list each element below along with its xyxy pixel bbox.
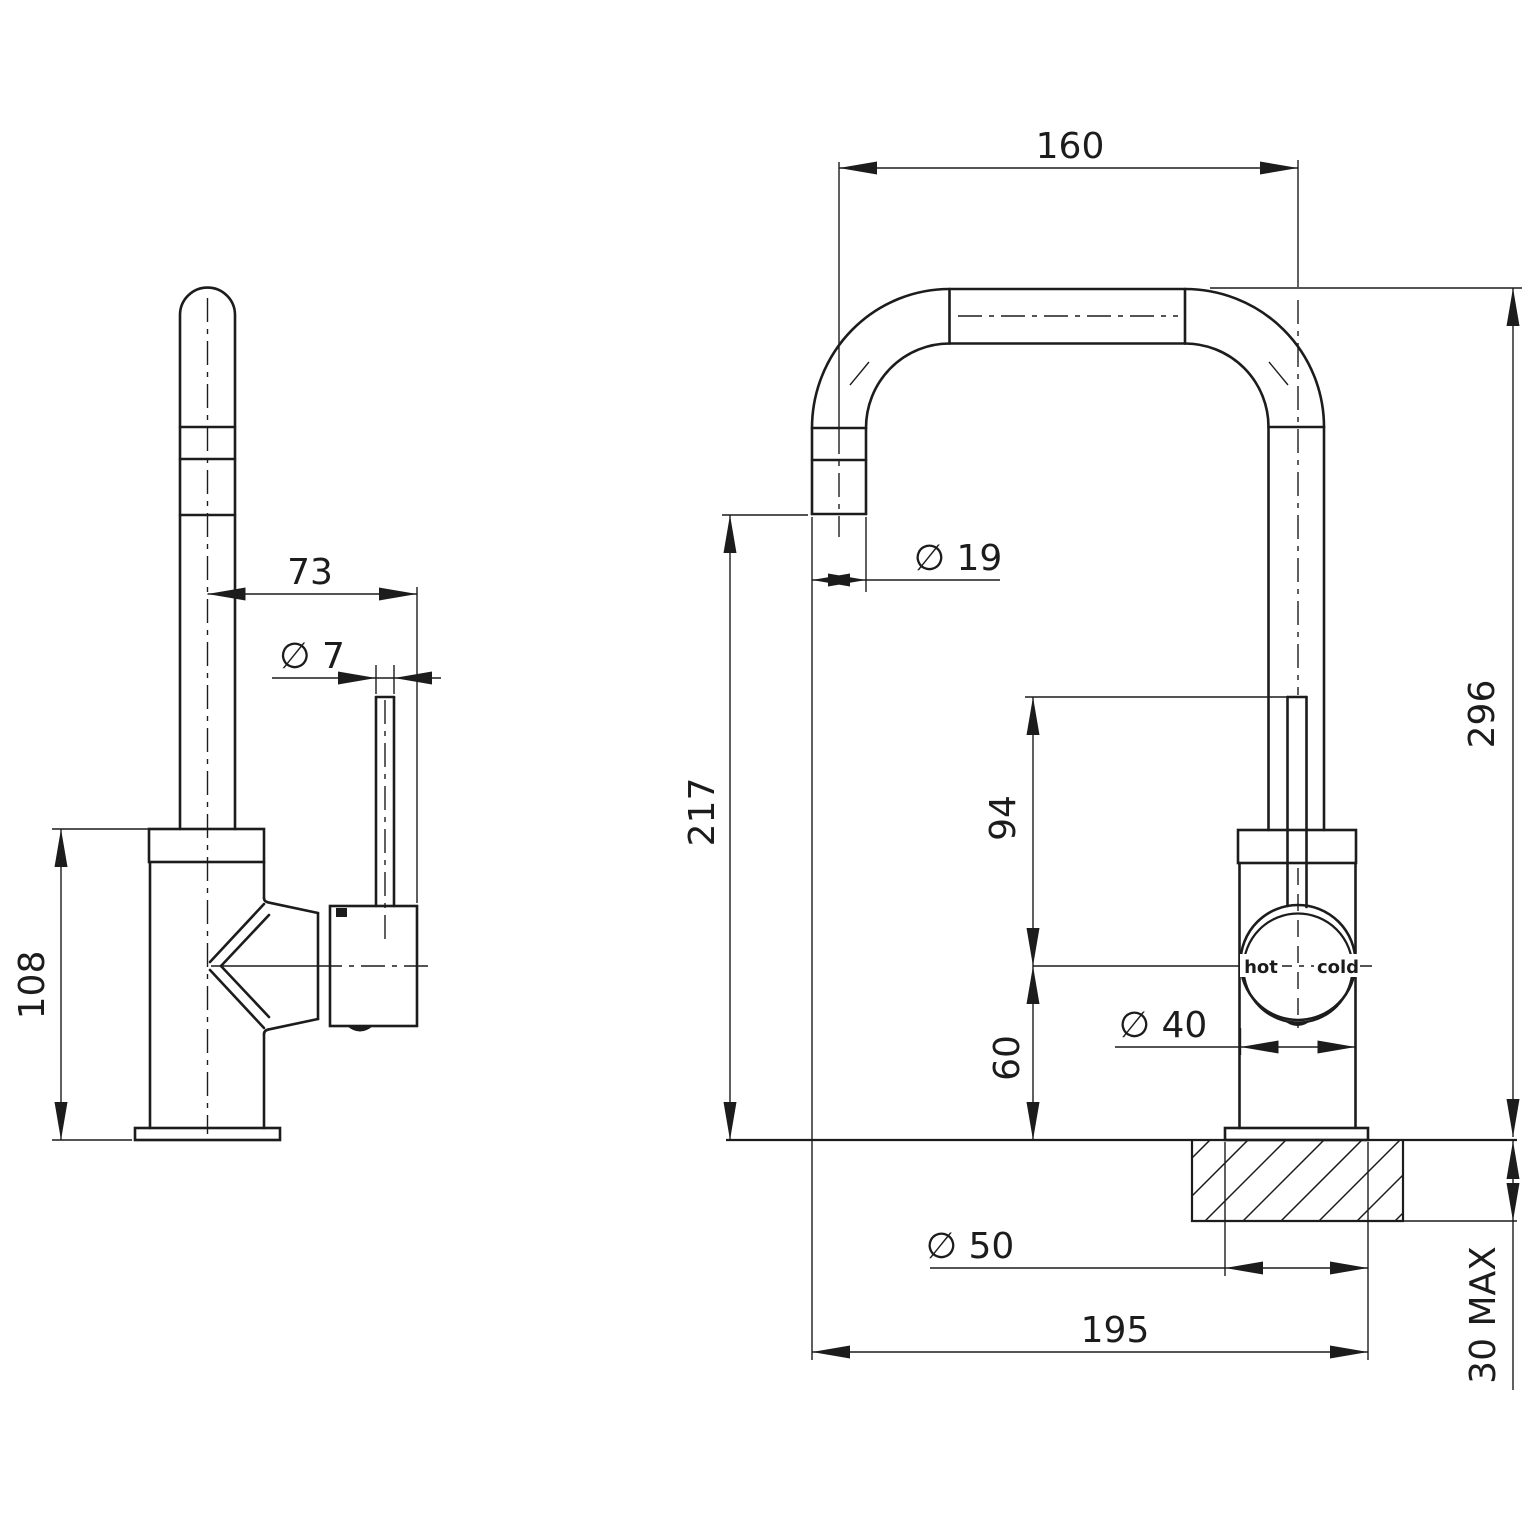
- dim-spout-reach: 160: [839, 126, 1299, 287]
- front-body-cap: [1236, 828, 1358, 865]
- dial-cold-label: cold: [1317, 957, 1359, 978]
- side-handle-rod: [374, 695, 396, 908]
- side-spout-tube: [178, 286, 237, 831]
- dim-rod-above-centre: 94: [983, 696, 1290, 966]
- front-base-flange: [1223, 1126, 1370, 1142]
- dim-overall-height: 296: [1210, 287, 1522, 1137]
- dim-body-dia: ∅ 40: [1115, 1005, 1357, 1055]
- dim-217-label: 217: [682, 778, 723, 847]
- dim-40-label: ∅ 40: [1119, 1005, 1208, 1046]
- dim-30max-label: 30 MAX: [1463, 1246, 1504, 1384]
- side-handle-mark: [336, 908, 347, 917]
- dim-296-label: 296: [1462, 680, 1503, 749]
- dim-19-label: ∅ 19: [914, 538, 1003, 579]
- side-valve-cone: [208, 896, 320, 1036]
- dim-body-height: 108: [12, 828, 148, 1141]
- side-handle-body: [328, 904, 419, 1028]
- dim-94-label: 94: [983, 795, 1024, 841]
- front-spout: [810, 287, 1326, 832]
- dim-bench-thickness: 30 MAX: [1463, 1140, 1520, 1390]
- side-body-cap: [147, 827, 266, 864]
- dim-60-label: 60: [987, 1035, 1028, 1081]
- dim-7-label: ∅ 7: [279, 636, 345, 677]
- front-handle-rod: [1286, 695, 1308, 909]
- temperature-dial: hot cold: [1239, 903, 1360, 1026]
- centerlines: [206, 162, 1372, 1134]
- dim-spout-to-handle: 73: [207, 552, 418, 903]
- dim-outlet-clearance: 217: [682, 514, 808, 1140]
- side-view: [133, 286, 419, 1142]
- dim-centre-above-bench: 60: [987, 966, 1040, 1140]
- dim-50-label: ∅ 50: [926, 1226, 1015, 1267]
- dim-flange-dia: ∅ 50: [926, 1142, 1368, 1276]
- dim-195-label: 195: [1081, 1310, 1150, 1351]
- dim-total-projection: 195: [811, 517, 1369, 1360]
- dim-73-label: 73: [287, 552, 333, 593]
- dial-hot-label: hot: [1244, 957, 1278, 978]
- dim-160-label: 160: [1036, 126, 1105, 167]
- side-base-flange: [133, 1126, 282, 1142]
- bench-hatching: [1191, 1139, 1404, 1222]
- dim-handle-rod-dia: ∅ 7: [272, 636, 441, 694]
- dim-108-label: 108: [12, 951, 53, 1020]
- dial-pointer-mark: [1283, 1020, 1312, 1026]
- front-view: hot cold: [726, 287, 1517, 1223]
- bench-section: [726, 1138, 1517, 1223]
- dim-spout-tube-dia: ∅ 19: [812, 517, 1002, 592]
- side-handle-bottom-mark: [347, 1026, 373, 1032]
